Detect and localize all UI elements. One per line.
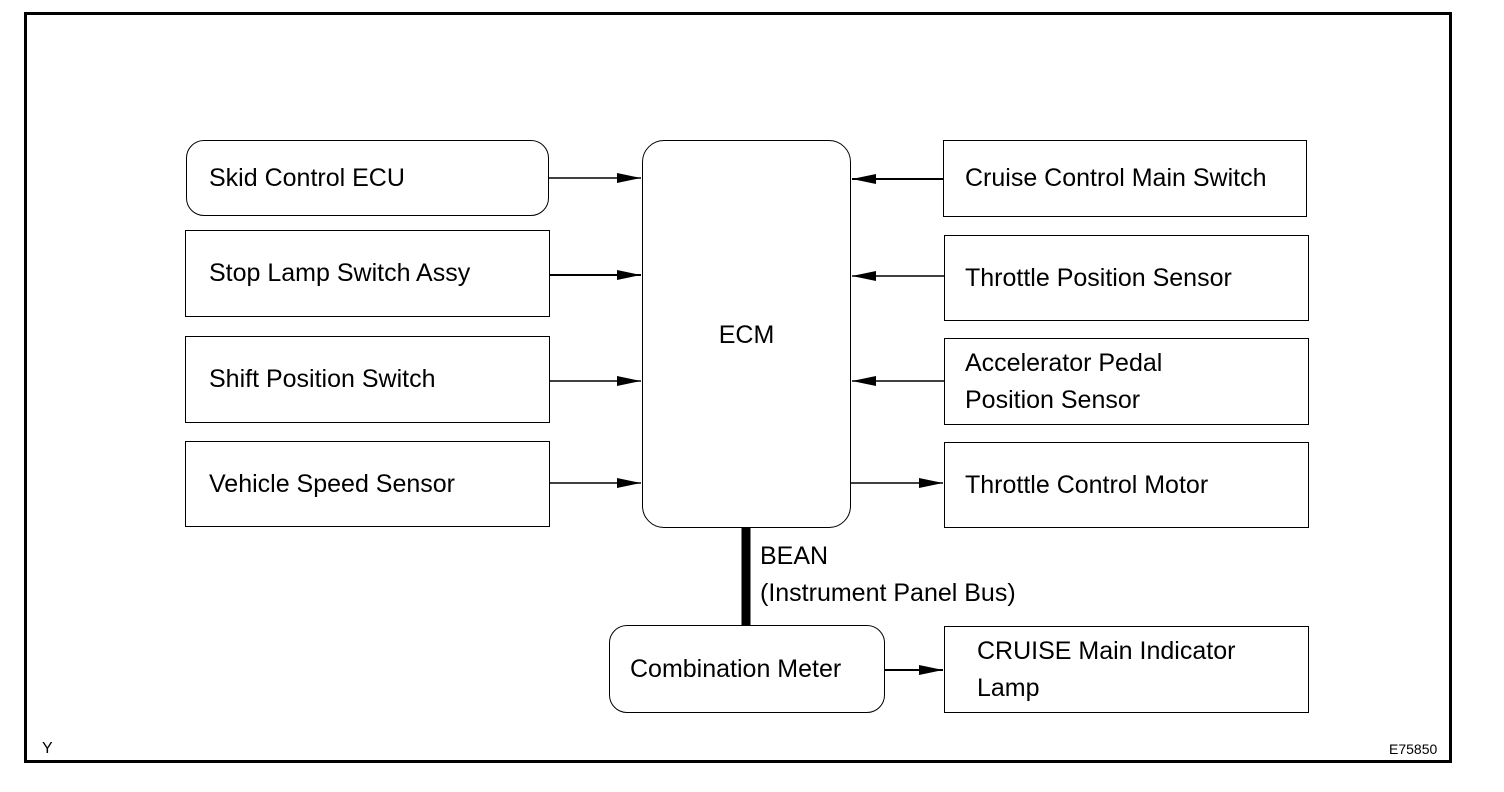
throttle-control-motor-label: Throttle Control Motor — [965, 470, 1209, 499]
diagram-frame — [24, 12, 1452, 763]
cruise-main-indicator-lamp-label: CRUISE Main Indicator Lamp — [977, 636, 1236, 702]
shift-position-switch-label: Shift Position Switch — [209, 365, 436, 393]
cruise-control-main-switch-box: Cruise Control Main Switch — [943, 140, 1307, 217]
skid-control-ecu-box: Skid Control ECU — [186, 140, 549, 216]
shift-position-switch-box: Shift Position Switch — [185, 336, 550, 423]
stop-lamp-switch-box: Stop Lamp Switch Assy — [185, 230, 550, 317]
throttle-position-sensor-label: Throttle Position Sensor — [965, 263, 1232, 292]
throttle-position-sensor-box: Throttle Position Sensor — [944, 235, 1309, 321]
bean-bus-name: BEAN — [760, 542, 829, 570]
bean-bus-description: (Instrument Panel Bus) — [760, 579, 1016, 607]
vehicle-speed-sensor-box: Vehicle Speed Sensor — [185, 441, 550, 527]
accelerator-pedal-position-sensor-box: Accelerator Pedal Position Sensor — [944, 338, 1309, 425]
skid-control-ecu-label: Skid Control ECU — [209, 163, 405, 192]
throttle-control-motor-box: Throttle Control Motor — [944, 442, 1309, 528]
ecm-box: ECM — [642, 140, 851, 528]
stop-lamp-switch-label: Stop Lamp Switch Assy — [209, 259, 471, 287]
combination-meter-box: Combination Meter — [609, 625, 885, 713]
corner-code: Y — [42, 740, 53, 757]
cruise-control-main-switch-label: Cruise Control Main Switch — [965, 164, 1267, 192]
combination-meter-label: Combination Meter — [630, 654, 842, 683]
bean-bus-label: BEAN (Instrument Panel Bus) — [760, 538, 1016, 612]
figure-id: E75850 — [1389, 741, 1438, 757]
cruise-main-indicator-lamp-box: CRUISE Main Indicator Lamp — [944, 626, 1309, 713]
ecm-label: ECM — [718, 321, 775, 349]
vehicle-speed-sensor-label: Vehicle Speed Sensor — [209, 469, 456, 498]
accelerator-pedal-position-sensor-label: Accelerator Pedal Position Sensor — [965, 348, 1163, 414]
